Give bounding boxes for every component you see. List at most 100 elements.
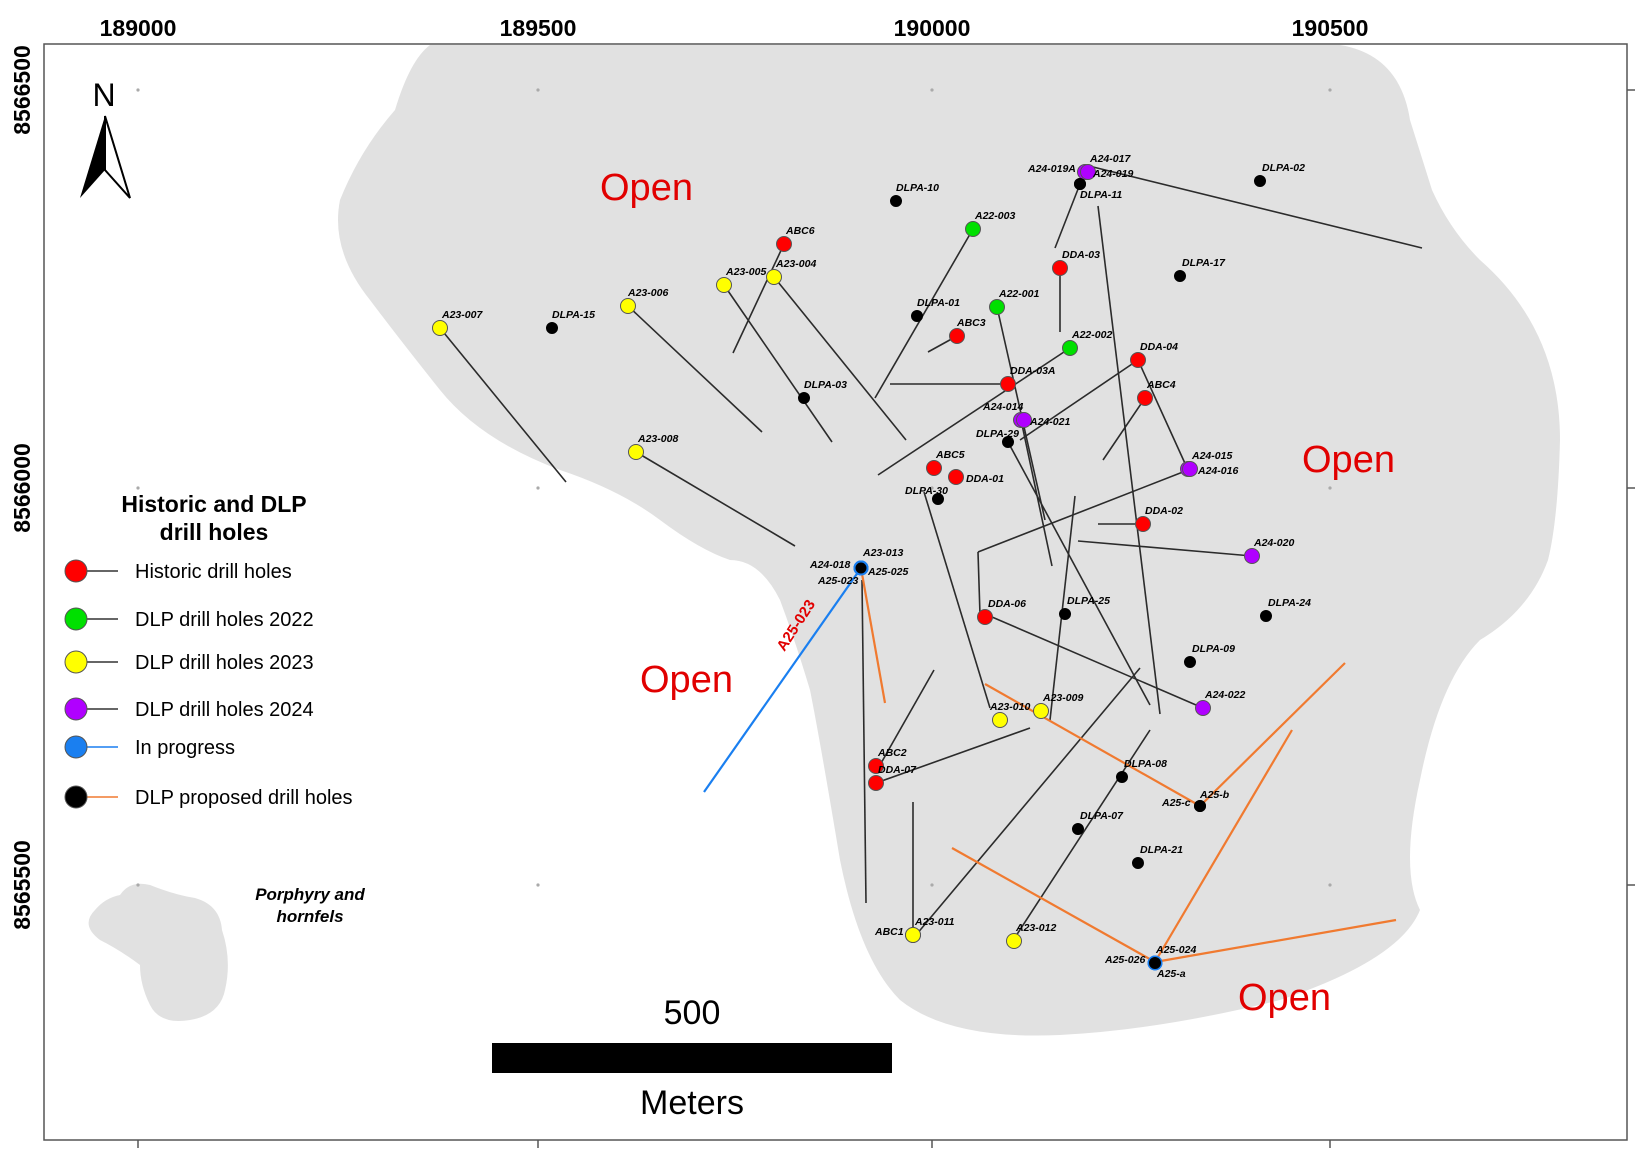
x-tick-189500: 189500 xyxy=(500,15,577,41)
drill-hole-label-a25-c: A25-c xyxy=(1161,797,1191,809)
drill-hole-marker-a24-021 xyxy=(1016,412,1032,428)
drill-hole-label-a25-023: A25-023 xyxy=(817,575,858,587)
drill-hole-label-a23-013: A23-013 xyxy=(862,547,903,559)
drill-hole-marker-a23-012 xyxy=(1006,933,1022,949)
drill-hole-marker-a23-005 xyxy=(716,277,732,293)
drill-hole-label-a24-016: A24-016 xyxy=(1197,465,1238,477)
rock-label-line2: hornfels xyxy=(276,907,343,926)
drill-hole-marker-abc5 xyxy=(926,460,942,476)
drill-hole-label-a25-026: A25-026 xyxy=(1104,954,1145,966)
drill-hole-marker-dlpa-08 xyxy=(1116,771,1128,783)
drill-hole-marker-dda-06 xyxy=(977,609,993,625)
drill-hole-label-a23-010: A23-010 xyxy=(989,701,1030,713)
drill-hole-marker-dlpa-10 xyxy=(890,195,902,207)
porphyry-island xyxy=(88,883,228,1021)
drill-hole-label-a23-012: A23-012 xyxy=(1015,922,1056,934)
drill-hole-label-a23-005: A23-005 xyxy=(725,266,766,278)
x-axis-labels: 189000 189500 190000 190500 xyxy=(100,15,1369,41)
drill-hole-marker-a23-011 xyxy=(905,927,921,943)
drill-hole-label-a22-001: A22-001 xyxy=(998,288,1039,300)
drill-hole-label-a25-a: A25-a xyxy=(1156,968,1186,980)
drill-hole-label-a24-019a: A24-019A xyxy=(1027,163,1076,175)
drill-hole-label-a23-009: A23-009 xyxy=(1042,692,1083,704)
x-tick-190500: 190500 xyxy=(1292,15,1369,41)
drill-hole-label-a23-011: A23-011 xyxy=(914,916,955,928)
drill-hole-marker-a23-004 xyxy=(766,269,782,285)
drill-hole-label-dlpa-11: DLPA-11 xyxy=(1080,189,1122,201)
drill-hole-label-dlpa-24: DLPA-24 xyxy=(1268,597,1311,609)
drill-hole-label-dda-03a: DDA-03A xyxy=(1010,365,1056,377)
legend-marker-in_progress xyxy=(64,735,88,759)
drill-hole-label-a24-021: A24-021 xyxy=(1029,416,1070,428)
legend-marker-historic xyxy=(64,559,88,583)
y-tick-8566000: 8566000 xyxy=(9,443,35,533)
drill-hole-marker-dlpa-17 xyxy=(1174,270,1186,282)
drill-hole-label-abc1: ABC1 xyxy=(874,926,904,938)
drill-hole-label-a25-b: A25-b xyxy=(1199,789,1230,801)
drill-hole-marker-dda-01 xyxy=(948,469,964,485)
y-axis-labels: 8566500 8566000 8565500 xyxy=(9,45,35,930)
drill-hole-marker-a22-003 xyxy=(965,221,981,237)
drill-hole-label-abc6: ABC6 xyxy=(785,225,815,237)
drill-hole-marker-dlpa-03 xyxy=(798,392,810,404)
drill-hole-marker-dda-03a xyxy=(1000,376,1016,392)
drill-hole-label-abc3: ABC3 xyxy=(956,317,986,329)
grid-markers xyxy=(136,88,1332,887)
drill-hole-marker-a22-001 xyxy=(989,299,1005,315)
drill-hole-label-dlpa-10: DLPA-10 xyxy=(896,182,939,194)
drill-hole-marker-a23-008 xyxy=(628,444,644,460)
open-label-e: Open xyxy=(1302,439,1395,481)
drill-hole-label-a23-004: A23-004 xyxy=(775,258,816,270)
drill-hole-marker-dda-03 xyxy=(1052,260,1068,276)
drill-hole-marker-a22-002 xyxy=(1062,340,1078,356)
drill-hole-label-a24-018: A24-018 xyxy=(809,559,850,571)
drill-hole-marker-abc4 xyxy=(1137,390,1153,406)
drill-hole-label-a24-022: A24-022 xyxy=(1204,689,1245,701)
y-tick-8566500: 8566500 xyxy=(9,45,35,135)
drill-hole-label-dda-02: DDA-02 xyxy=(1145,505,1183,517)
drill-hole-marker-dlpa-24 xyxy=(1260,610,1272,622)
drill-hole-label-a23-007: A23-007 xyxy=(441,309,483,321)
legend: Historic and DLP drill holes Historic dr… xyxy=(64,491,353,809)
drill-hole-label-a24-019: A24-019 xyxy=(1092,168,1133,180)
drill-hole-marker-a24-020 xyxy=(1244,548,1260,564)
scale-bar-rect xyxy=(492,1043,892,1073)
drill-hole-label-a24-014: A24-014 xyxy=(982,401,1023,413)
legend-title-line1: Historic and DLP xyxy=(121,491,306,517)
drill-hole-marker-a25-a xyxy=(1149,957,1161,969)
y-tick-8565500: 8565500 xyxy=(9,840,35,930)
drill-hole-marker-a24-019 xyxy=(1080,164,1096,180)
drill-hole-label-dda-03: DDA-03 xyxy=(1062,249,1100,261)
drill-hole-label-dlpa-07: DLPA-07 xyxy=(1080,810,1124,822)
x-tick-189000: 189000 xyxy=(100,15,177,41)
open-label-se: Open xyxy=(1238,977,1331,1019)
drill-hole-label-dlpa-29: DLPA-29 xyxy=(976,428,1019,440)
drill-hole-label-a24-015: A24-015 xyxy=(1191,450,1232,462)
legend-label-historic: Historic drill holes xyxy=(135,561,292,583)
drill-hole-label-abc2: ABC2 xyxy=(877,747,907,759)
scale-value: 500 xyxy=(664,994,721,1032)
drill-hole-marker-a25-b xyxy=(1194,800,1206,812)
drill-hole-label-abc5: ABC5 xyxy=(935,449,965,461)
drill-hole-marker-dlpa-07 xyxy=(1072,823,1084,835)
drill-hole-marker-dlpa-21 xyxy=(1132,857,1144,869)
drill-hole-marker-dlpa-02 xyxy=(1254,175,1266,187)
drill-hole-marker-dlpa-15 xyxy=(546,322,558,334)
drill-hole-label-a25-024: A25-024 xyxy=(1155,944,1196,956)
drill-hole-marker-a23-007 xyxy=(432,320,448,336)
scale-bar: 500 Meters xyxy=(492,994,892,1122)
drill-hole-label-a22-003: A22-003 xyxy=(974,210,1015,222)
drill-hole-label-a23-006: A23-006 xyxy=(627,287,668,299)
drill-hole-marker-abc3 xyxy=(949,328,965,344)
drill-hole-label-dda-01: DDA-01 xyxy=(966,473,1004,485)
deposit-outline xyxy=(338,45,1560,1036)
drill-hole-label-dlpa-03: DLPA-03 xyxy=(804,379,847,391)
north-arrow-left-icon xyxy=(80,116,105,198)
drill-hole-label-a25-025: A25-025 xyxy=(867,566,908,578)
drill-hole-label-dda-04: DDA-04 xyxy=(1140,341,1178,353)
drill-hole-label-dlpa-17: DLPA-17 xyxy=(1182,257,1226,269)
drill-hole-marker-dda-02 xyxy=(1135,516,1151,532)
drill-hole-marker-dda-07 xyxy=(868,775,884,791)
